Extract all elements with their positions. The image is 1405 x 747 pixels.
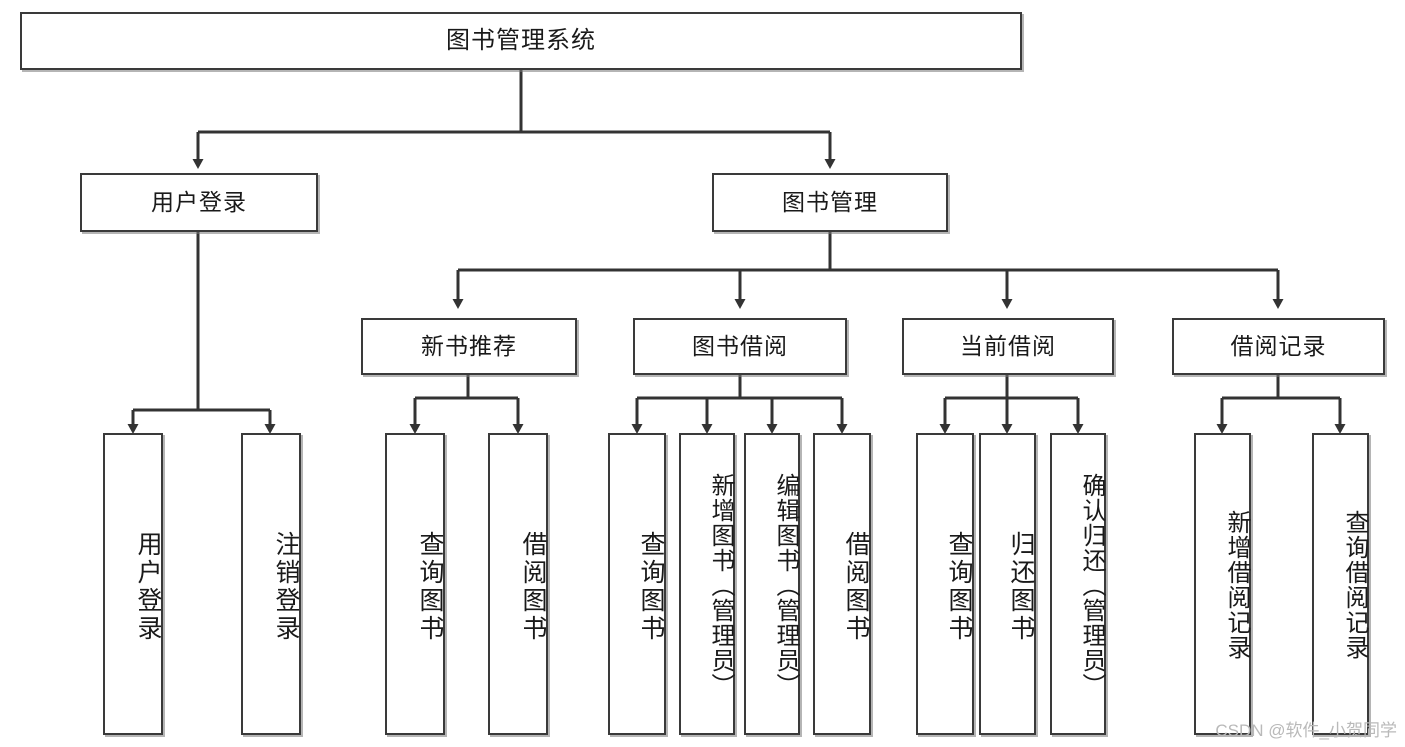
leaf-label: 借阅图书 (842, 531, 870, 643)
leaf-label: 查询图书 (637, 531, 665, 643)
leaf-borrow-record-1[interactable]: 查询借阅记录 (1312, 433, 1369, 735)
leaf-user-login-0[interactable]: 用户登录 (103, 433, 163, 735)
node-root-label: 图书管理系统 (446, 26, 596, 54)
leaf-label: 借阅图书 (519, 531, 547, 643)
watermark: CSDN @软件_小贺同学 (1215, 721, 1397, 740)
leaf-label: 查询图书 (416, 531, 444, 643)
leaf-borrow-record-0[interactable]: 新增借阅记录 (1194, 433, 1251, 735)
leaf-book-borrow-1[interactable]: 新增图书（管理员） (679, 433, 735, 735)
leaf-book-borrow-2[interactable]: 编辑图书（管理员） (744, 433, 800, 735)
node-new-book-rec-label: 新书推荐 (421, 332, 517, 359)
node-book-manage[interactable]: 图书管理 (712, 173, 948, 232)
leaf-label: 编辑图书（管理员） (772, 472, 799, 698)
node-new-book-rec[interactable]: 新书推荐 (361, 318, 577, 375)
leaf-current-borrow-1[interactable]: 归还图书 (979, 433, 1036, 735)
leaf-label: 查询借阅记录 (1341, 510, 1368, 660)
leaf-current-borrow-0[interactable]: 查询图书 (916, 433, 974, 735)
leaf-label: 确认归还（管理员） (1078, 472, 1105, 698)
leaf-new-book-rec-0[interactable]: 查询图书 (385, 433, 445, 735)
leaf-book-borrow-0[interactable]: 查询图书 (608, 433, 666, 735)
node-user-login[interactable]: 用户登录 (80, 173, 318, 232)
node-book-manage-label: 图书管理 (782, 188, 878, 215)
leaf-current-borrow-2[interactable]: 确认归还（管理员） (1050, 433, 1106, 735)
leaf-label: 新增图书（管理员） (707, 472, 734, 698)
node-user-login-label: 用户登录 (151, 188, 247, 215)
node-book-borrow-label: 图书借阅 (692, 332, 788, 359)
leaf-user-login-1[interactable]: 注销登录 (241, 433, 301, 735)
node-borrow-record-label: 借阅记录 (1230, 332, 1327, 359)
node-borrow-record[interactable]: 借阅记录 (1172, 318, 1385, 375)
leaf-label: 归还图书 (1007, 531, 1035, 643)
leaf-book-borrow-3[interactable]: 借阅图书 (813, 433, 871, 735)
node-root[interactable]: 图书管理系统 (20, 12, 1022, 70)
node-current-borrow[interactable]: 当前借阅 (902, 318, 1114, 375)
leaf-label: 用户登录 (134, 531, 162, 643)
leaf-label: 注销登录 (272, 531, 300, 643)
leaf-label: 查询图书 (945, 531, 973, 643)
leaf-new-book-rec-1[interactable]: 借阅图书 (488, 433, 548, 735)
node-current-borrow-label: 当前借阅 (960, 332, 1056, 359)
leaf-label: 新增借阅记录 (1223, 510, 1250, 660)
node-book-borrow[interactable]: 图书借阅 (633, 318, 847, 375)
